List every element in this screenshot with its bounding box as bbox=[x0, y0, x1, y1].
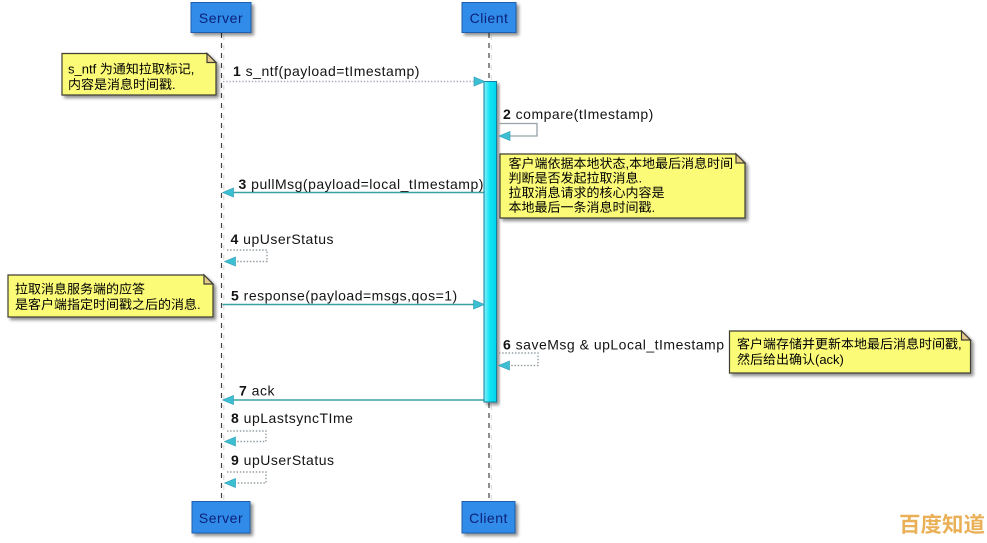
svg-text:3 pullMsg(payload=local_tImest: 3 pullMsg(payload=local_tImestamp) bbox=[239, 176, 484, 192]
svg-text:6 saveMsg & upLocal_tImestamp: 6 saveMsg & upLocal_tImestamp bbox=[503, 337, 725, 353]
svg-text:2 compare(tImestamp): 2 compare(tImestamp) bbox=[503, 106, 654, 122]
svg-text:4 upUserStatus: 4 upUserStatus bbox=[231, 231, 335, 247]
svg-text:Client: Client bbox=[469, 510, 508, 526]
svg-text:.: . bbox=[172, 77, 176, 92]
svg-text:(ack): (ack) bbox=[815, 352, 844, 367]
svg-text:s_ntf: s_ntf bbox=[68, 62, 97, 77]
svg-text:.: . bbox=[652, 200, 656, 215]
svg-text:7 ack: 7 ack bbox=[239, 383, 275, 399]
svg-text:,: , bbox=[191, 62, 195, 77]
svg-text:Server: Server bbox=[199, 10, 243, 26]
svg-text:8 upLastsyncTIme: 8 upLastsyncTIme bbox=[231, 410, 353, 426]
svg-text:Client: Client bbox=[470, 10, 509, 26]
svg-text:.: . bbox=[197, 297, 201, 312]
svg-text:9 upUserStatus: 9 upUserStatus bbox=[231, 452, 335, 468]
svg-text:1 s_ntf(payload=tImestamp): 1 s_ntf(payload=tImestamp) bbox=[233, 63, 420, 79]
svg-text:,: , bbox=[626, 156, 630, 171]
svg-text:.: . bbox=[639, 171, 643, 186]
svg-text:Server: Server bbox=[199, 510, 243, 526]
svg-text:,: , bbox=[958, 337, 962, 352]
svg-text:5 response(payload=msgs,qos=1): 5 response(payload=msgs,qos=1) bbox=[231, 288, 458, 304]
